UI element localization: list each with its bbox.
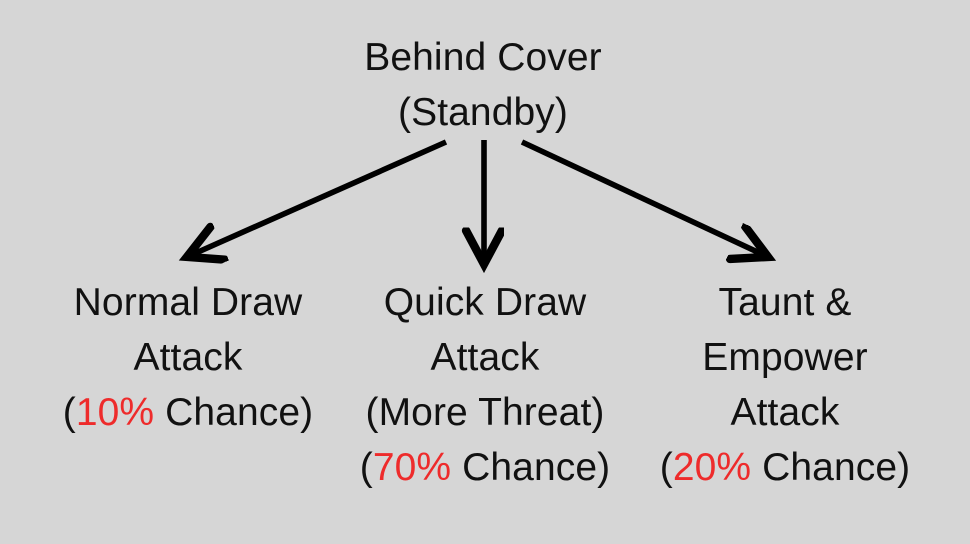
quick-draw-paren-open: (: [359, 446, 373, 489]
quick-draw-chance-line: (70% Chance): [325, 440, 645, 495]
arrow-to-normal-draw: [189, 139, 448, 256]
taunt-empower-line1: Taunt &: [718, 281, 852, 324]
node-quick-draw-attack: Quick Draw Attack (More Threat) (70% Cha…: [325, 275, 645, 495]
normal-draw-paren-open: (: [62, 391, 76, 434]
normal-draw-chance-label: Chance): [154, 391, 314, 434]
arrow-to-taunt-empower: [520, 139, 766, 256]
taunt-empower-chance-label: Chance): [751, 446, 911, 489]
quick-draw-chance-value: 70%: [372, 446, 452, 489]
quick-draw-line2: Attack: [430, 336, 540, 379]
taunt-empower-line2: Empower: [702, 336, 868, 379]
normal-draw-chance-line: (10% Chance): [18, 385, 358, 440]
quick-draw-line3: (More Threat): [365, 391, 605, 434]
taunt-empower-chance-value: 20%: [672, 446, 752, 489]
root-title-line2: (Standby): [398, 91, 568, 134]
quick-draw-line1: Quick Draw: [383, 281, 587, 324]
normal-draw-line1: Normal Draw: [73, 281, 303, 324]
normal-draw-chance-value: 10%: [75, 391, 155, 434]
normal-draw-line2: Attack: [133, 336, 243, 379]
quick-draw-chance-label: Chance): [451, 446, 611, 489]
taunt-empower-paren-open: (: [659, 446, 673, 489]
root-title-line1: Behind Cover: [364, 36, 602, 79]
node-taunt-empower-attack: Taunt & Empower Attack (20% Chance): [630, 275, 940, 495]
node-normal-draw-attack: Normal Draw Attack (10% Chance): [18, 275, 358, 440]
taunt-empower-line3: Attack: [730, 391, 840, 434]
node-behind-cover: Behind Cover (Standby): [183, 30, 783, 140]
taunt-empower-chance-line: (20% Chance): [630, 440, 940, 495]
